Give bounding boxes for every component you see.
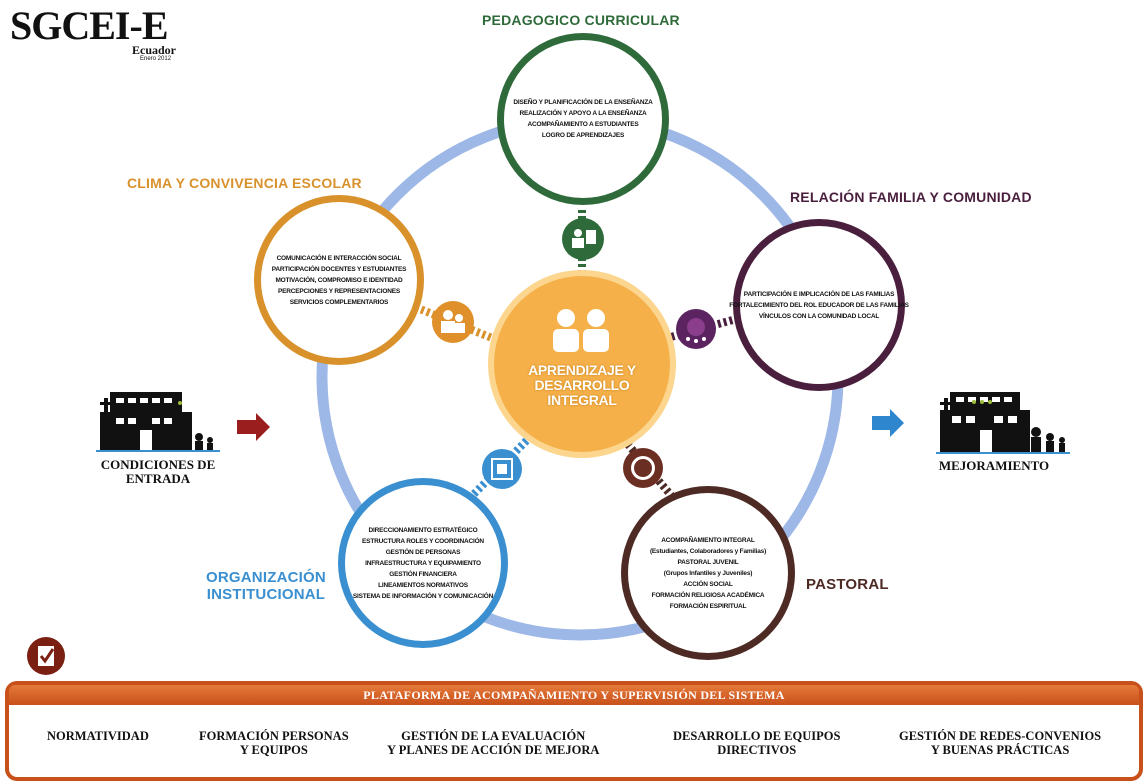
entry-label-line2: ENTRADA: [125, 471, 191, 486]
circle-clima: COMUNICACIÓN E INTERACCIÓN SOCIAL PARTIC…: [254, 195, 424, 365]
relacion-icon: [676, 309, 716, 349]
circle-pastoral: ACOMPAÑAMIENTO INTEGRAL (Estudiantes, Co…: [621, 486, 795, 660]
item: SISTEMA DE INFORMACIÓN Y COMUNICACIÓN: [352, 592, 494, 600]
item: DISEÑO Y PLANIFICACIÓN DE LA ENSEÑANZA: [513, 99, 653, 106]
item: INFRAESTRUCTURA Y EQUIPAMIENTO: [365, 559, 481, 567]
title-pastoral: PASTORAL: [806, 576, 889, 593]
item: REALIZACIÓN Y APOYO A LA ENSEÑANZA: [519, 110, 647, 117]
item: GESTIÓN FINANCIERA: [389, 570, 457, 578]
items-pedagogico: DISEÑO Y PLANIFICACIÓN DE LA ENSEÑANZA R…: [513, 97, 652, 141]
item: SERVICIOS COMPLEMENTARIOS: [289, 298, 389, 306]
center-circle: APRENDIZAJE Y DESARROLLO INTEGRAL: [494, 276, 670, 452]
circle-pedagogico: DISEÑO Y PLANIFICACIÓN DE LA ENSEÑANZA R…: [497, 33, 669, 205]
entry-label: CONDICIONES DE ENTRADA: [94, 458, 222, 486]
pillar-line2: Y PLANES DE ACCIÓN DE MEJORA: [387, 743, 600, 757]
items-organizacion: DIRECCIONAMIENTO ESTRATÉGICO ESTRUCTURA …: [353, 525, 493, 602]
item: PERCEPCIONES Y REPRESENTACIONES: [277, 287, 401, 295]
exit-label: MEJORAMIENTO: [938, 458, 1050, 473]
items-clima: COMUNICACIÓN E INTERACCIÓN SOCIAL PARTIC…: [272, 253, 407, 308]
circle-organizacion: DIRECCIONAMIENTO ESTRATÉGICO ESTRUCTURA …: [338, 478, 508, 648]
title-relacion: RELACIÓN FAMILIA Y COMUNIDAD: [790, 189, 1032, 205]
pillar: GESTIÓN DE REDES-CONVENIOS Y BUENAS PRÁC…: [899, 729, 1101, 757]
title-clima: CLIMA Y CONVIVENCIA ESCOLAR: [127, 175, 362, 191]
checklist-icon: [27, 637, 65, 675]
students-icon: [553, 309, 609, 352]
pillar: DESARROLLO DE EQUIPOS DIRECTIVOS: [673, 729, 840, 757]
item: ACCIÓN SOCIAL: [683, 580, 733, 588]
connector-relacion: [658, 314, 742, 344]
item: FORMACIÓN ESPIRITUAL: [669, 602, 747, 610]
entry-school-icon: [96, 392, 220, 452]
item: COMUNICACIÓN E INTERACCIÓN SOCIAL: [276, 254, 402, 262]
pillar-line1: GESTIÓN DE REDES-CONVENIOS: [899, 729, 1102, 743]
platform-title: PLATAFORMA DE ACOMPAÑAMIENTO Y SUPERVISI…: [363, 687, 785, 702]
item: FORMACIÓN RELIGIOSA ACADÉMICA: [651, 591, 765, 599]
item: PARTICIPACIÓN DOCENTES Y ESTUDIANTES: [271, 265, 407, 273]
item: LOGRO DE APRENDIZAJES: [541, 132, 625, 139]
logo-title: SGCEI-E: [10, 3, 168, 48]
pillar: FORMACIÓN PERSONAS Y EQUIPOS: [199, 729, 349, 757]
item: GESTIÓN DE PERSONAS: [385, 548, 461, 556]
item: DIRECCIONAMIENTO ESTRATÉGICO: [368, 526, 478, 534]
item: MOTIVACIÓN, COMPROMISO E IDENTIDAD: [275, 276, 403, 284]
pedagogico-icon: [562, 218, 604, 260]
logo-country: Ecuador: [132, 43, 177, 57]
item: LINEAMIENTOS NORMATIVOS: [378, 581, 468, 589]
items-pastoral: ACOMPAÑAMIENTO INTEGRAL (Estudiantes, Co…: [650, 535, 766, 612]
entry-label-line1: CONDICIONES DE: [100, 457, 216, 472]
items-relacion: PARTICIPACIÓN E IMPLICACIÓN DE LAS FAMIL…: [729, 289, 909, 322]
exit-school-icon: [936, 392, 1070, 454]
item: PARTICIPACIÓN E IMPLICACIÓN DE LAS FAMIL…: [743, 290, 895, 298]
pillar-line1: DESARROLLO DE EQUIPOS: [673, 729, 841, 743]
item: (Estudiantes, Colaboradores y Familias): [649, 547, 767, 555]
pillar: NORMATIVIDAD: [47, 729, 149, 743]
pillar: GESTIÓN DE LA EVALUACIÓN Y PLANES DE ACC…: [387, 729, 599, 757]
item: PASTORAL JUVENIL: [677, 558, 739, 566]
title-organizacion-line1: ORGANIZACIÓN: [206, 569, 326, 586]
pillar-line1: GESTIÓN DE LA EVALUACIÓN: [401, 729, 586, 743]
item: ESTRUCTURA ROLES Y COORDINACIÓN: [362, 537, 484, 545]
item: VÍNCULOS CON LA COMUNIDAD LOCAL: [758, 312, 880, 320]
entry-arrow-icon: [237, 413, 270, 441]
logo-date: Enero 2012: [140, 56, 172, 62]
item: FORTALECIMIENTO DEL ROL EDUCADOR DE LAS …: [729, 301, 909, 309]
item: ACOMPAÑAMIENTO A ESTUDIANTES: [527, 121, 639, 128]
platform-box: PLATAFORMA DE ACOMPAÑAMIENTO Y SUPERVISI…: [5, 681, 1143, 781]
pillar-line1: NORMATIVIDAD: [47, 729, 149, 743]
pillar-line1: FORMACIÓN PERSONAS: [199, 729, 349, 743]
exit-arrow-icon: [872, 409, 904, 437]
item: (Grupos Infantiles y Juveniles): [663, 569, 753, 577]
center-label: APRENDIZAJE Y DESARROLLO INTEGRAL: [528, 362, 636, 408]
platform-header: PLATAFORMA DE ACOMPAÑAMIENTO Y SUPERVISI…: [9, 685, 1139, 705]
circle-relacion: PARTICIPACIÓN E IMPLICACIÓN DE LAS FAMIL…: [729, 219, 909, 391]
connector-clima: [408, 301, 499, 344]
pastoral-icon: [623, 448, 663, 488]
clima-icon: [432, 301, 474, 343]
pillar-line2: Y BUENAS PRÁCTICAS: [930, 743, 1070, 757]
title-organizacion: ORGANIZACIÓN INSTITUCIONAL: [206, 569, 326, 603]
pillar-line2: DIRECTIVOS: [717, 743, 797, 757]
item: ACOMPAÑAMIENTO INTEGRAL: [661, 536, 755, 544]
organizacion-icon: [482, 449, 522, 489]
pillar-line2: Y EQUIPOS: [239, 743, 308, 757]
title-pedagogico: PEDAGOGICO CURRICULAR: [482, 12, 680, 28]
title-organizacion-line2: INSTITUCIONAL: [206, 586, 326, 603]
